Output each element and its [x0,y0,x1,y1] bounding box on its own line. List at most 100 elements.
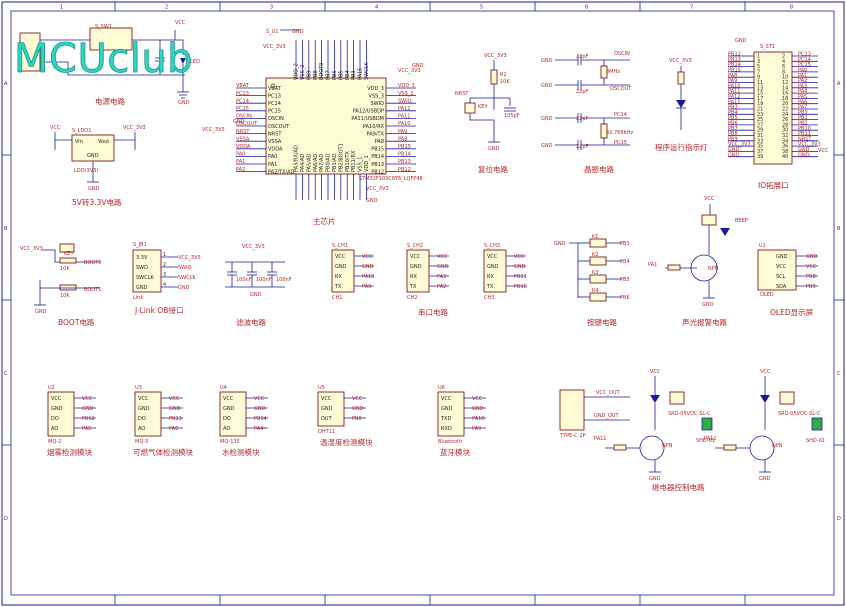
mcu-right-pin-label: PA9/TX [367,131,385,137]
crystal-gnd: GND [541,143,553,149]
frame-column-numbers: 1 2 3 4 5 6 7 8 [60,5,793,11]
io-right-net: PC15 [798,62,811,68]
mcu-gnd-left: GND [233,119,245,125]
usb-connector [19,32,41,72]
io-pin-number: 15 [757,91,763,97]
module-pin-label: DO [51,416,59,422]
reset-vcc33: VCC_3V3 [484,53,507,59]
oled-pin-label: VCC [776,264,787,270]
alarm-led [720,228,730,236]
frame-col-6: 6 [585,5,588,11]
boot0-r-val: 10K [60,266,70,272]
module-pin-label: VCC [223,396,234,402]
serial-net: VCC [514,254,525,260]
mcu-top-pin-label: PB9 [306,70,312,80]
cap-22p-4: 22pF [576,144,589,150]
frame-col-7: 7 [690,5,693,11]
relay-gnd-out: GND_OUT [594,413,620,419]
serial-net: GND [362,264,374,270]
io-pin-number: 32 [782,133,788,139]
mcuclub-logo: MCUclub [14,36,193,82]
runled-vcc33: VCC_3V3 [669,58,692,64]
io-right-net: GND [798,147,810,153]
mcu-right-net: VSS_3 [398,91,413,97]
relay-output-terminal [701,417,713,431]
mcu-right-net: PB15 [398,144,411,150]
sensor-module [317,391,345,427]
frame-col-2: 2 [165,5,168,11]
mcu-bottom-pin-label: PA3/RX/AD [294,145,300,172]
crystal-title: 晶振电路 [584,164,614,174]
module-name: MQ-2 [48,439,61,445]
io-left-net: VCC_3V3 [728,142,751,148]
mcu-gnd-bottom: GND [366,198,378,204]
io-pin-number: 26 [782,117,788,123]
serial-net: VCC [362,254,373,260]
mcu-top-pin-label: PA15 [358,68,364,80]
oled-pin-label: SCL [776,274,786,280]
mcu-vcc33-bottom: VCC_3V3 [366,186,389,192]
jlink-pin-number: 1 [163,252,166,258]
reset-nrst: NRST [455,91,469,97]
module-pin-label: GND [138,406,150,412]
serial-pin-label: VCC [335,254,346,260]
sensor-module [47,391,75,437]
mcu-left-pin-label: PA1 [268,162,277,168]
crystal-gnd: GND [541,83,553,89]
oled-net: PB9 [806,284,816,290]
module-net: VCC [352,396,363,402]
relay-npn: NPN [662,443,673,449]
mcu-left-pin-label: VDDA [268,147,283,153]
module-net: GND [352,406,364,412]
module-pin-label: VCC [441,396,452,402]
relay-vcc: VCC [760,369,771,375]
mcu-top-pin-label: VDD_2 [294,63,300,80]
mcu-bottom-pin-label: PA6/AD [313,154,319,172]
mcu-left-pin-label: PC14 [268,101,281,107]
relay-base-resistor [613,444,627,451]
mcu-right-pin-label: PA10/RX [363,124,385,130]
keys-title: 按键电路 [587,317,617,327]
io-pin-number: 22 [782,107,788,113]
relay-flyback-diode [760,395,770,403]
serial-net: GND [514,264,526,270]
io-right-net: PA4 [798,89,807,95]
relay-coil [669,391,685,405]
io-right-net: PB10 [798,126,811,132]
io-right-net: PA2 [798,78,807,84]
bt-title: 蓝牙模块 [440,447,470,457]
osc-in-net: OSCIN [614,51,630,57]
io-left-net: PB7 [728,126,738,132]
module-pin-label: DO [223,416,231,422]
jlink-net: VCC_3V3 [178,255,201,261]
jlink-net: SWCLK [178,275,196,281]
mcu-top-pin-label: PB4 [345,70,351,80]
io-left-net: PB5 [728,115,738,121]
mcu-bottom-pin-label: PA4/AD [300,154,306,172]
io-pin-number: 17 [757,96,763,102]
key-ref: K1 [592,234,598,240]
module-net: VCC [472,396,483,402]
jlink-ref: S_JB1 [133,242,147,248]
io-pin-number: 11 [757,80,763,86]
mcu-left-net: VSSA [236,136,250,142]
module-net: GND [82,406,94,412]
frame-col-1: 1 [60,5,63,11]
mcu-left-net: PA2 [236,167,245,173]
module-ref: U4 [220,385,227,391]
jlink-pin-label: GND [136,285,148,291]
xtal-32k: 32.768KHz [606,130,634,136]
oled-module [757,249,797,291]
module-net: VCC [169,396,180,402]
key-button [589,274,607,284]
module-name: Bluetooth [438,439,462,445]
power-gnd: GND [178,100,190,106]
buzzer-label: BEEP [735,218,748,224]
mcu-right-pin-label: PA11/USBDM [351,116,384,122]
key-net: PB3 [620,241,630,247]
mcu-vcc33-right: VCC_3V3 [398,68,421,74]
mcu-bottom-pin-label: VDD_1 [364,155,370,172]
